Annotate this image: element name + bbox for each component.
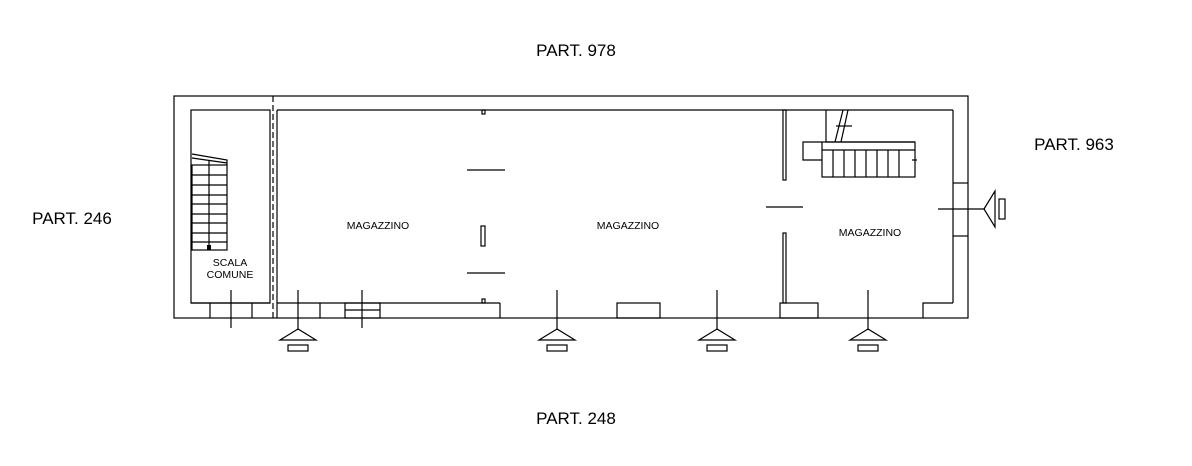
parcel-west-label: PART. 246 — [32, 209, 112, 228]
entrance-arrow-icon — [696, 290, 738, 352]
outer-walls — [173, 95, 969, 319]
entrance-arrow-icon — [847, 290, 889, 352]
room-label-1: MAGAZZINO — [347, 220, 409, 232]
east-entrance-arrow-icon — [938, 182, 1006, 237]
south-wall-openings — [191, 290, 953, 328]
parcel-east-label: PART. 963 — [1034, 135, 1114, 154]
parcel-south-label: PART. 248 — [536, 409, 616, 428]
entrance-arrow-icon — [277, 290, 319, 352]
common-stair-icon — [191, 153, 228, 251]
stair-label-line1: SCALA — [213, 257, 247, 269]
partition-wall-2 — [766, 109, 803, 304]
partition-wall-1 — [467, 109, 505, 304]
room-label-2: MAGAZZINO — [597, 220, 659, 232]
internal-stair-icon — [802, 109, 917, 178]
stair-room: SCALA COMUNE — [190, 96, 278, 318]
entrance-arrow-icon — [536, 290, 578, 352]
stair-label-line2: COMUNE — [207, 269, 254, 281]
parcel-north-label: PART. 978 — [536, 41, 616, 60]
room-label-3: MAGAZZINO — [839, 227, 901, 239]
